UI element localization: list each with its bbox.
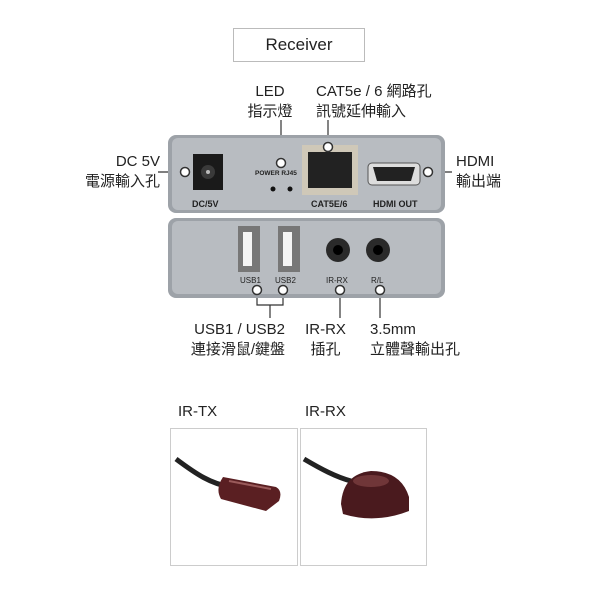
- irrx-receiver-image: [302, 456, 409, 519]
- accessory-label-irtx: IR-TX: [178, 403, 218, 420]
- callout-hdmi-line1: HDMI: [456, 153, 495, 170]
- callout-hdmi-line2: 輸出端: [456, 173, 502, 190]
- callout-irrx: IR-RX 插孔: [303, 320, 348, 360]
- panel-label-usb2: USB2: [275, 276, 296, 285]
- power-led: [270, 186, 276, 192]
- accessory-label-irrx: IR-RX: [305, 403, 346, 420]
- panel-label-irrx: IR-RX: [326, 276, 348, 285]
- receiver-device-diagram: [158, 120, 452, 318]
- irtx-photo: [170, 428, 298, 566]
- callout-cat-line2: 訊號延伸輸入: [316, 103, 407, 120]
- callout-audio-line1: 3.5mm: [370, 321, 416, 338]
- panel-label-rl: R/L: [371, 276, 384, 285]
- receiver-title: Receiver: [233, 28, 365, 62]
- callout-audio-line2: 立體聲輸出孔: [370, 341, 461, 358]
- callout-dc-line2: 電源輸入孔: [84, 173, 160, 190]
- callout-usb-line1: USB1 / USB2: [194, 321, 285, 338]
- irrx-photo: [300, 428, 427, 566]
- callout-cat: CAT5e / 6 網路孔 訊號延伸輸入: [316, 82, 432, 122]
- callout-led-line2: 指示燈: [247, 103, 293, 120]
- panel-label-dc: DC/5V: [192, 199, 219, 209]
- rj45-led: [287, 186, 293, 192]
- callout-dc-line1: DC 5V: [115, 153, 160, 170]
- panel-label-power-rj45: POWER RJ45: [255, 170, 297, 177]
- callout-irrx-line2: 插孔: [310, 341, 341, 358]
- callout-hdmi: HDMI 輸出端: [456, 152, 501, 192]
- panel-label-cat: CAT5E/6: [311, 199, 348, 209]
- callout-dc: DC 5V 電源輸入孔: [85, 152, 160, 192]
- callout-irrx-line1: IR-RX: [305, 321, 346, 338]
- callout-led: LED 指示燈: [240, 82, 300, 122]
- irtx-emitter-image: [174, 456, 281, 511]
- front-panel: [168, 135, 445, 213]
- callout-usb-line2: 連接滑鼠/鍵盤: [190, 341, 285, 358]
- callout-audio: 3.5mm 立體聲輸出孔: [370, 320, 460, 360]
- callout-usb: USB1 / USB2 連接滑鼠/鍵盤: [175, 320, 285, 360]
- panel-label-usb1: USB1: [240, 276, 261, 285]
- callout-cat-line1: CAT5e / 6 網路孔: [316, 83, 432, 100]
- callout-led-line1: LED: [255, 83, 285, 100]
- panel-label-hdmi: HDMI OUT: [373, 199, 418, 209]
- rear-panel: [168, 218, 445, 298]
- callout-dots: [179, 141, 434, 296]
